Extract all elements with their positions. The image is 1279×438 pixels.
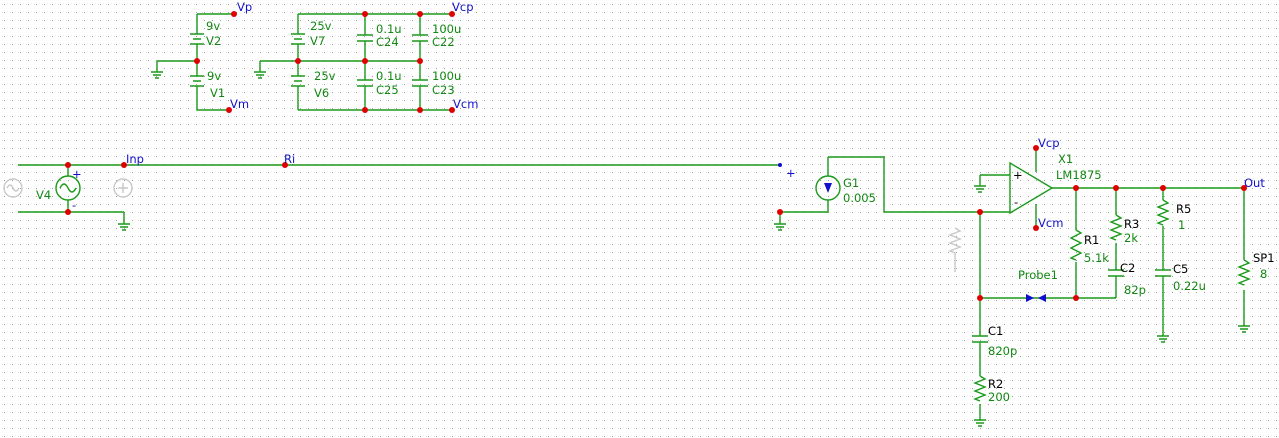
disabled-resistor-symbol[interactable]	[948, 227, 962, 272]
r5-name: R5	[1176, 202, 1191, 216]
net-label-vcm-top: Vcm	[453, 97, 478, 111]
probe1-symbol[interactable]	[1026, 294, 1046, 302]
v2-name: V2	[206, 34, 221, 48]
v1-name: V1	[210, 86, 225, 100]
r2-name: R2	[988, 377, 1003, 391]
disabled-source-right-symbol[interactable]	[113, 178, 133, 198]
net-label-ri: Ri	[284, 152, 295, 166]
battery-v2-symbol[interactable]	[190, 33, 204, 45]
c5-value: 0.22u	[1173, 279, 1206, 293]
sp1-name: SP1	[1253, 251, 1275, 265]
battery-v1-symbol[interactable]	[190, 75, 204, 87]
c24-name: C24	[376, 35, 399, 49]
x1-value: LM1875	[1056, 168, 1102, 182]
probe1-name: Probe1	[1018, 268, 1058, 282]
c25-name: C25	[376, 83, 399, 97]
r1-value: 5.1k	[1084, 251, 1109, 265]
v4-minus: -	[72, 198, 76, 212]
c2-name: C2	[1120, 261, 1135, 275]
net-label-vp: Vp	[237, 0, 252, 14]
c22-name: C22	[432, 35, 455, 49]
current-source-g1-symbol[interactable]	[815, 175, 841, 201]
c2-value: 82p	[1124, 283, 1146, 297]
input-section	[3, 162, 782, 231]
amplifier-section	[948, 145, 1251, 427]
c24-value: 0.1u	[376, 22, 402, 36]
g1-name: G1	[843, 176, 859, 190]
net-label-vcm-amp: Vcm	[1038, 216, 1063, 230]
x1-name: X1	[1058, 152, 1073, 166]
r3-value: 2k	[1124, 231, 1138, 245]
c23-name: C23	[432, 83, 455, 97]
sp1-value: 8	[1260, 267, 1267, 281]
supply-9v-block	[151, 11, 237, 113]
opamp-plus: +	[1013, 168, 1023, 182]
r1-name: R1	[1084, 233, 1099, 247]
disabled-source-left-symbol[interactable]	[3, 178, 23, 198]
c5-name: C5	[1173, 262, 1188, 276]
net-label-vm: Vm	[230, 97, 249, 111]
r3-name: R3	[1124, 217, 1139, 231]
g1-section	[774, 156, 980, 231]
c1-name: C1	[988, 324, 1003, 338]
v1-value: 9v	[207, 69, 221, 83]
r5-value: 1	[1178, 218, 1185, 232]
c25-value: 0.1u	[376, 69, 402, 83]
v4-plus: +	[72, 167, 82, 181]
g1-value: 0.005	[843, 191, 876, 205]
ac-source-v4-symbol[interactable]	[55, 175, 81, 201]
v6-value: 25v	[314, 69, 336, 83]
net-label-out: Out	[1244, 176, 1265, 190]
opamp-x1-symbol[interactable]	[1009, 161, 1054, 215]
r2-value: 200	[988, 390, 1010, 404]
v6-name: V6	[314, 86, 329, 100]
net-label-vcp-amp: Vcp	[1038, 136, 1060, 150]
opamp-minus: -	[1014, 195, 1018, 209]
net-label-inp: Inp	[126, 152, 144, 166]
v2-value: 9v	[206, 19, 220, 33]
net-label-vcp-top: Vcp	[452, 0, 474, 14]
c22-value: 100u	[432, 22, 461, 36]
v7-name: V7	[310, 34, 325, 48]
v4-name: V4	[36, 188, 51, 202]
supply-25v-block	[254, 11, 455, 113]
c1-value: 820p	[988, 344, 1017, 358]
v7-value: 25v	[310, 19, 332, 33]
c23-value: 100u	[432, 69, 461, 83]
g1-plus: +	[786, 166, 796, 180]
